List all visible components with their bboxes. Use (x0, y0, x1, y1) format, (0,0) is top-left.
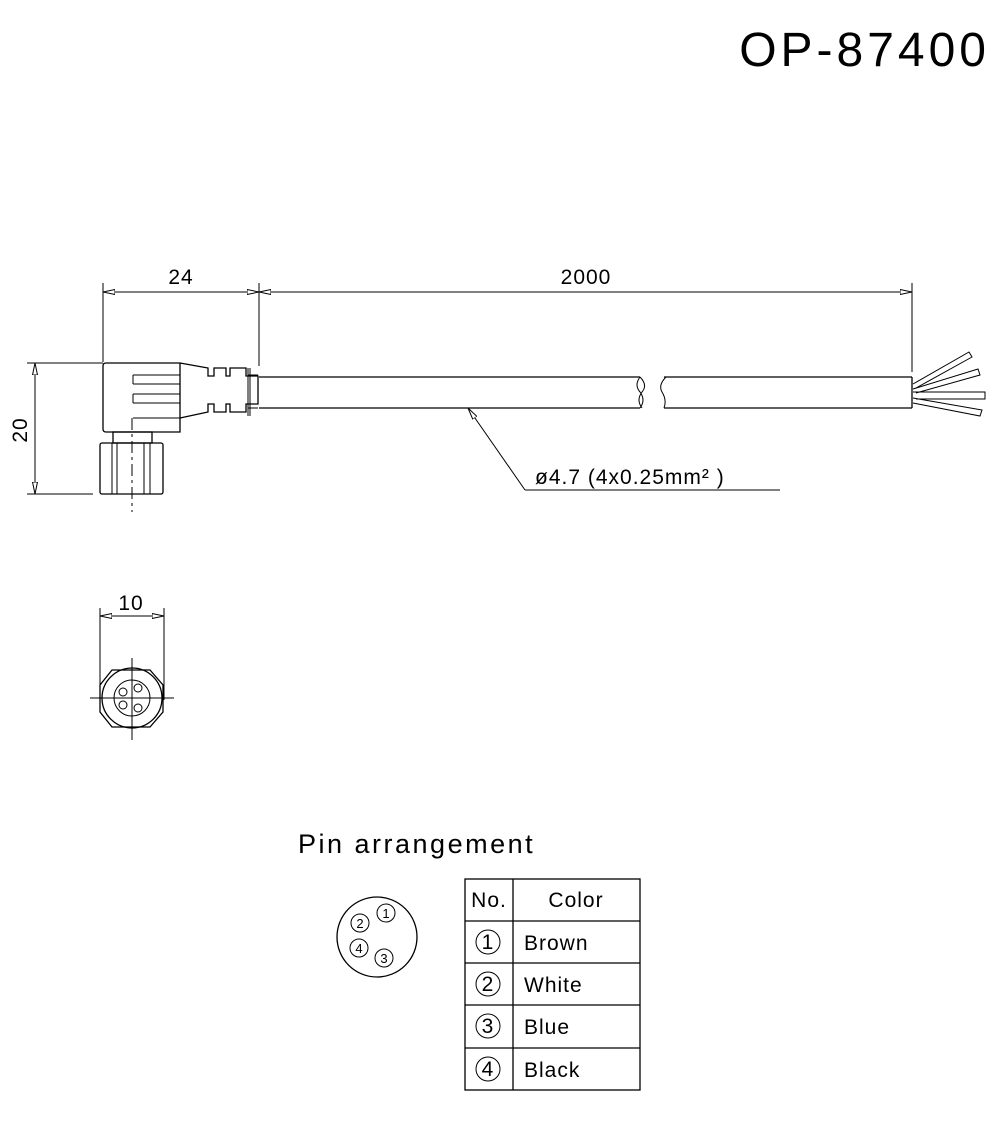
cable-spec-label: ø4.7 (4x0.25mm² ) (535, 466, 725, 489)
pin-label: 4 (355, 941, 362, 956)
pin-label: 3 (380, 951, 387, 966)
dimension-label-2000: 2000 (561, 266, 612, 289)
row-number: 2 (482, 973, 495, 996)
dimension-label-10: 10 (118, 592, 143, 615)
pin-diagram: 1 2 3 4 (336, 896, 418, 978)
header-no: No. (471, 889, 507, 912)
cable-spec-callout: ø4.7 (4x0.25mm² ) (468, 408, 780, 491)
row-number: 3 (482, 1015, 495, 1038)
dimension-cable-length: 2000 (259, 266, 913, 372)
row-color: Blue (524, 1016, 570, 1039)
dimension-label-24: 24 (168, 266, 193, 289)
row-number: 1 (482, 931, 495, 954)
pin-color-table: No. Color 1 Brown 2 White 3 Blue 4 Black (464, 878, 641, 1091)
row-color: White (524, 974, 583, 997)
pin-arrangement-title: Pin arrangement (298, 829, 535, 859)
table-row: 4 Black (475, 1056, 580, 1082)
cable (259, 351, 986, 417)
table-row: 2 White (475, 971, 583, 997)
row-color: Brown (524, 932, 589, 955)
pin-label: 1 (382, 906, 389, 921)
dimension-label-20: 20 (9, 417, 32, 442)
header-color: Color (548, 889, 603, 912)
dimension-connector-length: 24 (102, 266, 260, 366)
row-number: 4 (482, 1058, 495, 1081)
connector-front-view: 10 (90, 592, 174, 740)
connector-side-view (99, 362, 259, 512)
table-row: 1 Brown (475, 929, 589, 955)
drawing-number: OP-87400 (739, 24, 990, 77)
wire-ends (912, 351, 986, 417)
pin-label: 2 (356, 916, 363, 931)
dimension-connector-height: 20 (9, 362, 103, 495)
row-color: Black (524, 1059, 580, 1082)
table-row: 3 Blue (475, 1013, 570, 1039)
